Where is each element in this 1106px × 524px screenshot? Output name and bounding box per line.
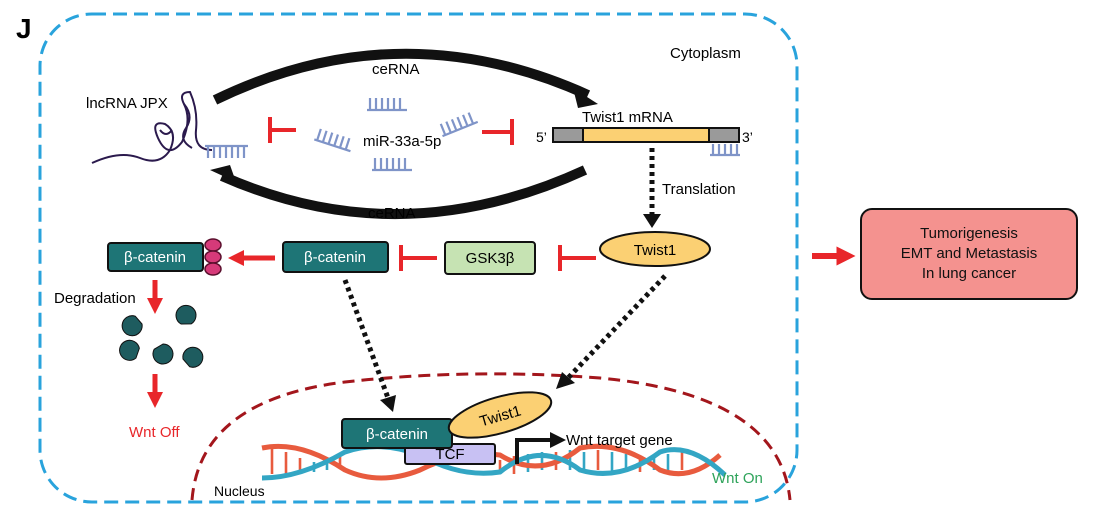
outcome-line-2: EMT and Metastasis <box>900 245 1038 262</box>
mrna-label: Twist1 mRNA <box>582 109 673 126</box>
cerna-arrow-bottom <box>219 165 588 219</box>
dna-helix <box>261 443 727 481</box>
transcription-arrow <box>515 438 552 464</box>
nucleus-label: Nucleus <box>214 483 265 499</box>
bcat-free-label: β-catenin <box>304 249 366 266</box>
twist1-cytoplasm <box>599 231 711 267</box>
mrna-3prime: 3’ <box>742 129 753 145</box>
mirna-cluster <box>313 98 479 172</box>
twist-nuclear-translocation-head <box>556 372 575 389</box>
bcat-nuclear-translocation-head <box>380 395 396 412</box>
outcome-box: Tumorigenesis EMT and Metastasis In lung… <box>860 208 1078 300</box>
cytoplasm-label: Cytoplasm <box>670 45 741 62</box>
lncrna-label: lncRNA JPX <box>86 95 168 112</box>
wnt-off-label: Wnt Off <box>129 424 180 441</box>
cerna-arrow-top-head <box>573 88 598 108</box>
bcat-nuclear-translocation <box>342 279 391 399</box>
lncrna-strand <box>91 90 213 164</box>
degradation-label: Degradation <box>54 290 136 307</box>
mrna-3utr <box>708 127 740 143</box>
lncrna-binding-site <box>205 144 248 158</box>
gsk-inhibit-bcat <box>399 245 437 271</box>
translation-arrow-head <box>643 214 661 228</box>
mrna-binding-site <box>710 144 740 157</box>
transcription-arrow-head <box>550 432 566 448</box>
gsk3b-box <box>444 241 536 275</box>
target-gene-label: Wnt target gene <box>566 432 673 449</box>
mrna-5utr <box>552 127 584 143</box>
mirna-label: miR-33a-5p <box>363 133 441 150</box>
panel-label: J <box>16 13 32 44</box>
tcf-label: TCF <box>435 446 464 463</box>
mirna-inhibit-left <box>268 117 296 143</box>
twist1-cytoplasm-label: Twist1 <box>634 242 677 259</box>
cerna-arrow-bottom-head <box>210 165 236 182</box>
cerna-arrow-top <box>212 48 591 105</box>
cerna-top-label: ceRNA <box>372 61 420 78</box>
gsk3b-label: GSK3β <box>466 250 515 267</box>
twist-inhibit-gsk <box>558 245 596 271</box>
bcat-free-box <box>282 241 389 273</box>
wnt-on-label: Wnt On <box>712 470 763 487</box>
translation-label: Translation <box>662 181 736 198</box>
bcat-degraded-box <box>107 242 204 272</box>
mirna-inhibit-right <box>482 119 514 145</box>
bcat-degraded-label: β-catenin <box>124 249 186 266</box>
degraded-fragments <box>119 304 204 368</box>
mrna-5prime: 5’ <box>536 129 547 145</box>
nucleus-border <box>190 372 792 501</box>
twist1-nuclear <box>447 391 553 439</box>
twist-nuclear-translocation <box>566 274 667 380</box>
cytoplasm-border <box>38 12 799 504</box>
cerna-bottom-label: ceRNA <box>368 205 416 222</box>
ubiquitin-chain <box>204 238 222 276</box>
outcome-line-1: Tumorigenesis <box>920 225 1018 242</box>
bcat-nuclear-label: β-catenin <box>366 426 428 443</box>
outcome-line-3: In lung cancer <box>921 265 1017 282</box>
